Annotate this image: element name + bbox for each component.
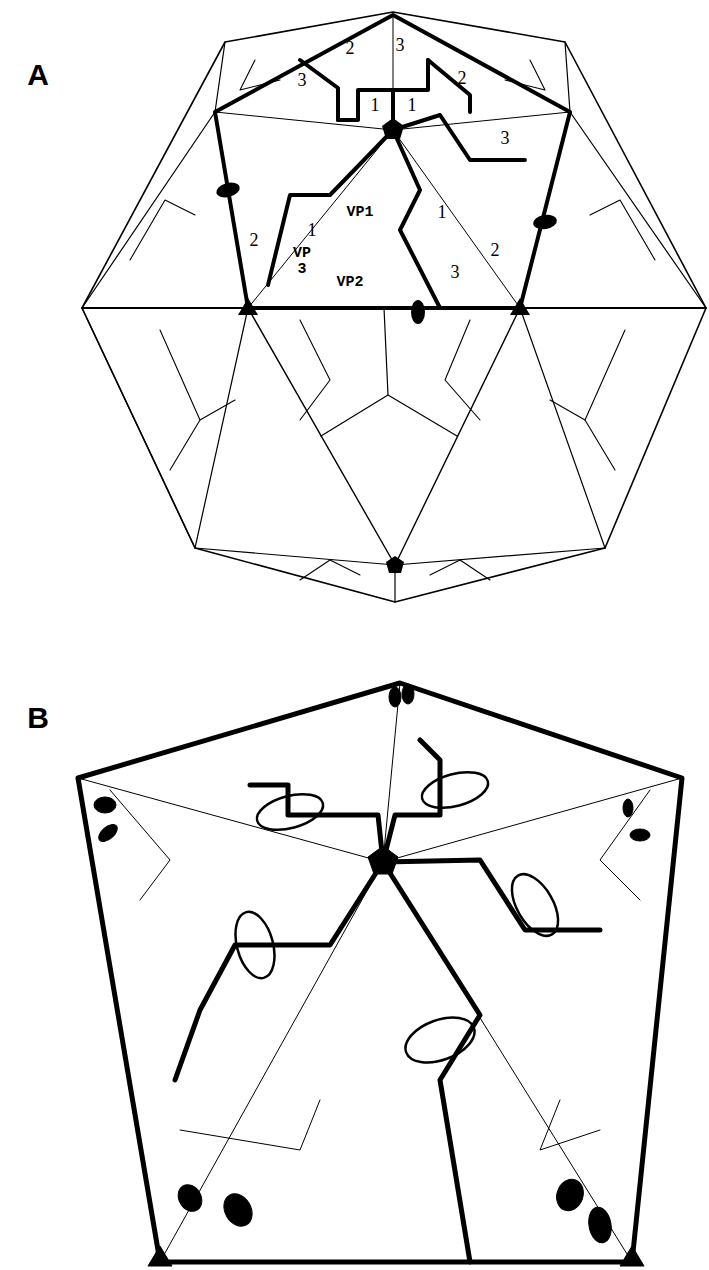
subunit-number: 1: [438, 203, 447, 221]
pentamer-outline: [215, 15, 570, 308]
subunit-number: 2: [346, 39, 355, 57]
threefold-symbol: [510, 298, 530, 315]
facet-edge: [383, 862, 632, 1262]
protomer-boundary: [175, 862, 383, 1080]
twofold-symbol: [532, 213, 558, 231]
protomer-boundary: [383, 862, 480, 1262]
protomer-boundary: [428, 60, 470, 112]
fivefold-symbol: [386, 556, 404, 573]
subunit-number: 3: [501, 129, 510, 147]
twofold-symbol: [552, 1176, 587, 1215]
protomer-boundary: [300, 60, 338, 120]
fivefold-symbol: [368, 846, 398, 874]
threefold-symbol: [238, 298, 258, 315]
subunit-number: 2: [250, 231, 259, 249]
subunit-number: 1: [408, 96, 417, 114]
protomer-boundary: [268, 130, 393, 285]
subunit-outline: [388, 395, 457, 436]
subunit-number: 3: [298, 71, 307, 89]
pentamer-outline: [78, 683, 682, 1262]
quasi-twofold-symbol: [229, 907, 281, 982]
quasi-twofold-symbol: [253, 788, 327, 837]
panel-b-symmetry-marks: [94, 684, 650, 1266]
twofold-symbol: [630, 829, 650, 841]
subunit-number: 3: [396, 36, 405, 54]
facet-edge: [195, 308, 248, 548]
subunit-outline: [600, 790, 650, 900]
panel-a-symmetry-marks: [215, 118, 558, 573]
protomer-boundary: [383, 740, 440, 862]
facet-edge: [215, 112, 393, 130]
protomer-boundary: [383, 860, 600, 930]
panel-a-drawing: [82, 12, 706, 602]
quasi-twofold-symbol: [502, 867, 567, 944]
fivefold-symbol: [382, 118, 404, 139]
subunit-outline: [430, 560, 490, 580]
facet-edge: [565, 42, 706, 308]
protomer-boundary: [393, 115, 525, 160]
subunit-number: 2: [491, 241, 500, 259]
facet-edge: [248, 308, 520, 565]
subunit-outline: [550, 400, 585, 420]
protein-label: VP 3: [286, 246, 319, 278]
subunit-outline: [300, 560, 360, 580]
protomer-boundary: [393, 60, 428, 90]
subunit-number: 1: [371, 96, 380, 114]
subunit-outline: [130, 200, 195, 260]
protein-label: VP2: [336, 275, 363, 290]
capsid-outline: [82, 12, 706, 602]
facet-edge: [82, 308, 195, 548]
subunit-outline: [200, 400, 235, 420]
twofold-symbol: [96, 821, 121, 844]
subunit-outline: [540, 1100, 600, 1150]
panel-letter: B: [27, 703, 49, 733]
threefold-symbol: [148, 1246, 172, 1266]
twofold-symbol: [411, 300, 425, 324]
quasi-twofold-symbol: [399, 1009, 480, 1071]
twofold-symbol: [623, 799, 633, 817]
subunit-outline: [445, 320, 480, 420]
subunit-outline: [160, 330, 200, 470]
facet-edge: [160, 862, 383, 1262]
facet-edge: [82, 42, 225, 308]
twofold-symbol: [94, 797, 116, 813]
twofold-symbol: [586, 1205, 614, 1244]
protomer-boundary: [393, 130, 440, 308]
twofold-symbol: [389, 687, 401, 707]
panel-letter: A: [27, 60, 49, 90]
threefold-symbol: [620, 1246, 644, 1266]
subunit-outline: [590, 200, 655, 260]
subunit-outline: [180, 1100, 320, 1150]
twofold-symbol: [218, 1189, 258, 1231]
twofold-symbol: [215, 180, 242, 200]
subunit-outline: [300, 320, 330, 420]
panel-b-drawing: [78, 683, 682, 1262]
subunit-number: 1: [308, 221, 317, 239]
subunit-number: 2: [458, 69, 467, 87]
protein-label: VP1: [346, 205, 373, 220]
facet-edge: [520, 308, 605, 548]
subunit-outline: [110, 790, 170, 900]
subunit-outline: [321, 308, 388, 436]
facet-edge: [78, 778, 383, 862]
twofold-symbol: [402, 684, 414, 704]
facet-edge: [393, 130, 520, 308]
twofold-symbol: [173, 1180, 206, 1215]
facet-edge: [248, 130, 393, 308]
protomer-boundary: [250, 785, 383, 862]
quasi-twofold-symbol: [418, 766, 492, 815]
subunit-outline: [585, 330, 625, 470]
subunit-number: 3: [451, 263, 460, 281]
facet-edge: [383, 778, 682, 862]
